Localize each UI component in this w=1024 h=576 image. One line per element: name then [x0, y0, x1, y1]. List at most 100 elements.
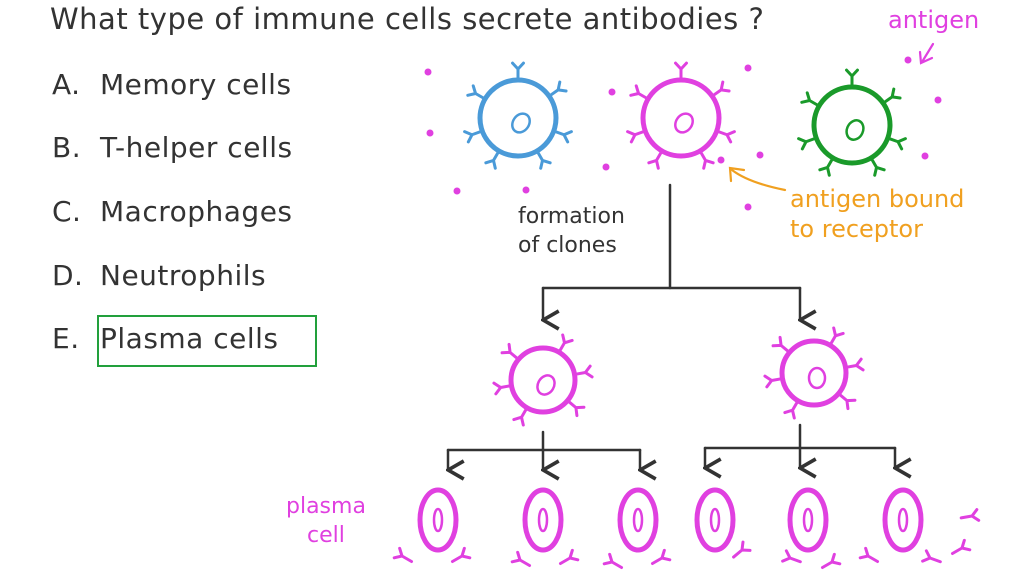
- antibody: [781, 549, 802, 564]
- antigen-dot: [744, 203, 752, 211]
- receptor: [783, 399, 800, 420]
- receptor: [535, 149, 552, 170]
- plasma-cell-membrane: [522, 487, 564, 553]
- receptor: [710, 80, 731, 98]
- antigen-dot: [744, 64, 752, 72]
- plasma-cell-membrane: [617, 487, 659, 553]
- antigen-dot: [904, 56, 912, 64]
- b-cell-green: [797, 68, 907, 177]
- option-b-text: T-helper cells: [100, 131, 293, 164]
- cell-membrane: [779, 338, 849, 408]
- plasma-cell: [522, 487, 564, 553]
- receptor: [828, 326, 845, 347]
- plasma-cell-membrane: [787, 487, 829, 553]
- cell-nucleus: [511, 112, 531, 134]
- antigen-dot: [426, 129, 434, 137]
- receptor: [950, 538, 972, 555]
- antigen-dot: [602, 163, 610, 171]
- antigen-dot: [453, 187, 461, 195]
- cell-nucleus: [536, 374, 556, 396]
- formation-line-1: formation: [518, 204, 625, 229]
- receptor: [450, 546, 472, 563]
- question-text: What type of immune cells secrete antibo…: [50, 2, 765, 36]
- receptor: [698, 149, 715, 170]
- antigen-arrowhead: [918, 50, 934, 65]
- antibody: [950, 538, 972, 555]
- option-d[interactable]: D. Neutrophils: [52, 259, 266, 292]
- option-c-text: Macrophages: [100, 195, 293, 228]
- option-a[interactable]: A.Memory cells: [52, 68, 292, 101]
- receptor: [463, 129, 484, 144]
- receptor: [820, 552, 842, 569]
- antibody: [602, 552, 624, 569]
- cell-membrane: [508, 345, 578, 415]
- antibody: [732, 540, 752, 559]
- antigen-pointer: [920, 42, 935, 64]
- receptor: [552, 129, 573, 144]
- plasma-line-1: plasma: [286, 494, 366, 519]
- antigen-dot: [608, 88, 616, 96]
- clone-branch-lines: [448, 183, 895, 470]
- plasma-cell-membrane: [882, 487, 924, 553]
- receptor: [566, 399, 586, 418]
- plasma-cell: [617, 487, 659, 553]
- receptor: [881, 87, 902, 105]
- antigen-bound-pointer: [730, 168, 787, 192]
- plasma-cell-nucleus: [432, 507, 444, 533]
- receptor: [626, 129, 647, 144]
- option-b[interactable]: B.T-helper cells: [52, 131, 293, 164]
- plasma-cell-membrane: [694, 487, 736, 553]
- bound-antigen: [717, 156, 725, 164]
- plasma-cell: [417, 487, 459, 553]
- b-cell-blue: [463, 61, 573, 170]
- receptor: [869, 156, 886, 177]
- plasma-cell: [882, 487, 924, 553]
- cell-membrane: [477, 77, 559, 159]
- plasma-cell: [694, 487, 736, 553]
- receptor: [629, 84, 650, 101]
- antigen-bound-line-2: to receptor: [790, 215, 923, 243]
- receptor: [959, 508, 981, 522]
- receptor: [547, 80, 568, 98]
- antibody: [510, 550, 532, 567]
- option-d-letter: D.: [52, 259, 84, 292]
- receptor: [558, 548, 580, 565]
- receptor: [492, 381, 513, 396]
- annotation-arrows: [728, 42, 935, 192]
- receptor: [602, 552, 624, 569]
- receptor: [771, 335, 791, 354]
- plasma-cell: [787, 487, 829, 553]
- option-e[interactable]: E.Plasma cells: [52, 322, 279, 355]
- b-cell-magenta-selected: [626, 61, 736, 170]
- receptor: [886, 136, 907, 151]
- cells-layer: [392, 61, 981, 569]
- antibody: [921, 549, 942, 564]
- receptor: [800, 91, 821, 108]
- receptor: [818, 156, 835, 177]
- antigen-dot: [522, 186, 530, 194]
- receptor: [650, 548, 672, 565]
- cell-membrane: [640, 77, 722, 159]
- antibody: [820, 552, 842, 569]
- plasma-line-2: cell: [307, 523, 345, 548]
- antibody: [959, 508, 981, 522]
- receptor: [921, 549, 942, 564]
- plasma-cell-nucleus: [897, 507, 909, 533]
- receptor: [511, 61, 525, 82]
- antigen-dot: [921, 152, 929, 160]
- option-d-text: Neutrophils: [100, 259, 267, 292]
- free-antigens: [424, 56, 942, 211]
- receptor: [763, 374, 784, 389]
- receptor: [781, 549, 802, 564]
- cell-nucleus: [807, 366, 827, 390]
- correct-answer-box: [97, 315, 317, 367]
- receptor: [715, 129, 736, 144]
- formation-line-2: of clones: [518, 233, 617, 258]
- antibody: [392, 546, 414, 563]
- antigen-bound-arrowhead: [728, 166, 746, 183]
- antibody: [858, 546, 880, 563]
- cell-nucleus: [674, 112, 694, 134]
- receptor: [844, 357, 865, 372]
- receptor: [573, 364, 594, 379]
- option-c[interactable]: C.Macrophages: [52, 195, 293, 228]
